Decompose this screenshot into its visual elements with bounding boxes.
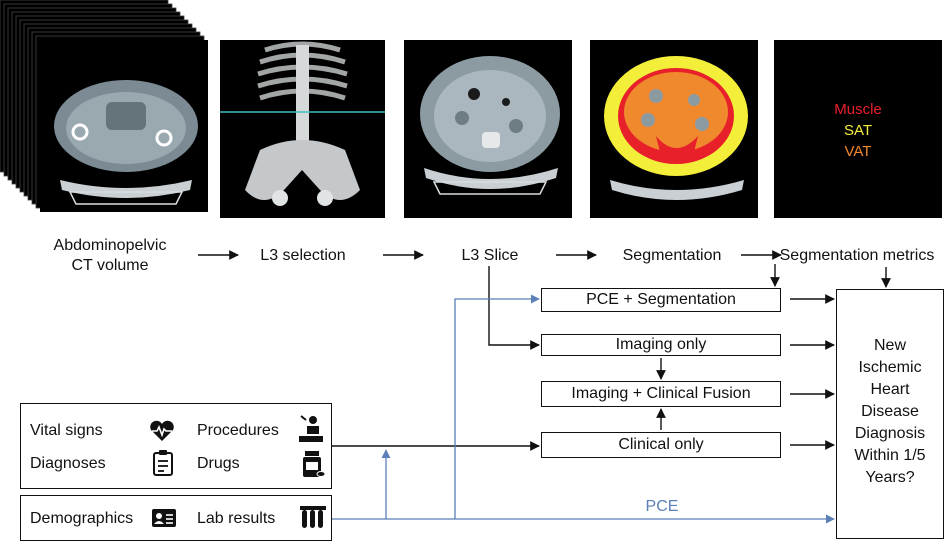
legend-sat: SAT bbox=[843, 122, 873, 139]
test-tubes-icon bbox=[300, 506, 326, 528]
source-drugs: Drugs bbox=[197, 455, 240, 472]
source-vital-signs: Vital signs bbox=[30, 422, 103, 439]
legend-vat: VAT bbox=[844, 143, 872, 160]
step-ct-volume-line1: Abdominopelvic bbox=[53, 237, 167, 254]
source-lab-results: Lab results bbox=[197, 510, 276, 527]
outcome-line: Years? bbox=[865, 469, 915, 486]
model-pce-segmentation: PCE + Segmentation bbox=[541, 288, 781, 312]
outcome-line: New bbox=[873, 337, 906, 354]
outcome-line: Heart bbox=[870, 381, 910, 398]
step-segmentation: Segmentation bbox=[622, 247, 722, 264]
arrow-slice-to-imaging bbox=[488, 266, 540, 350]
step-ct-volume-line2: CT volume bbox=[71, 257, 149, 274]
step-l3-slice: L3 Slice bbox=[461, 247, 519, 264]
l3-slice-image bbox=[404, 40, 572, 218]
model-imaging-only: Imaging only bbox=[541, 334, 781, 356]
legend-muscle: Muscle bbox=[834, 101, 882, 118]
id-card-icon bbox=[152, 509, 176, 527]
tissue-legend-panel: Muscle SAT VAT bbox=[774, 40, 942, 218]
source-demographics: Demographics bbox=[30, 510, 134, 527]
l3-selection-image bbox=[220, 40, 385, 218]
clipboard-icon bbox=[153, 450, 173, 476]
ehr-sources-box: Vital signs Diagnoses Procedures Drugs bbox=[20, 403, 332, 489]
outcome-line: Diagnosis bbox=[854, 425, 926, 442]
heart-pulse-icon bbox=[150, 420, 174, 441]
step-segmentation-metrics: Segmentation metrics bbox=[779, 247, 935, 264]
segmentation-image bbox=[590, 40, 758, 218]
source-procedures: Procedures bbox=[197, 422, 279, 439]
source-diagnoses: Diagnoses bbox=[30, 455, 106, 472]
ct-volume-image bbox=[0, 0, 208, 212]
outcome-line: Ischemic bbox=[858, 359, 922, 376]
step-ct-volume: Abdominopelvic CT volume bbox=[40, 236, 180, 276]
step-l3-selection: L3 selection bbox=[260, 247, 346, 264]
outcome-box: New Ischemic Heart Disease Diagnosis Wit… bbox=[836, 289, 944, 539]
pce-label: PCE bbox=[645, 498, 679, 515]
ct-volume-stack bbox=[0, 0, 212, 218]
arrow-demographics-to-pceseg bbox=[454, 294, 540, 519]
model-clinical-only: Clinical only bbox=[541, 432, 781, 458]
surgeon-icon bbox=[299, 415, 323, 442]
outcome-line: Within 1/5 bbox=[854, 447, 926, 464]
model-imaging-clinical-fusion: Imaging + Clinical Fusion bbox=[541, 381, 781, 407]
outcome-line: Disease bbox=[861, 403, 919, 420]
pill-bottle-icon bbox=[303, 451, 325, 477]
demographics-labs-box: Demographics Lab results bbox=[20, 495, 332, 541]
